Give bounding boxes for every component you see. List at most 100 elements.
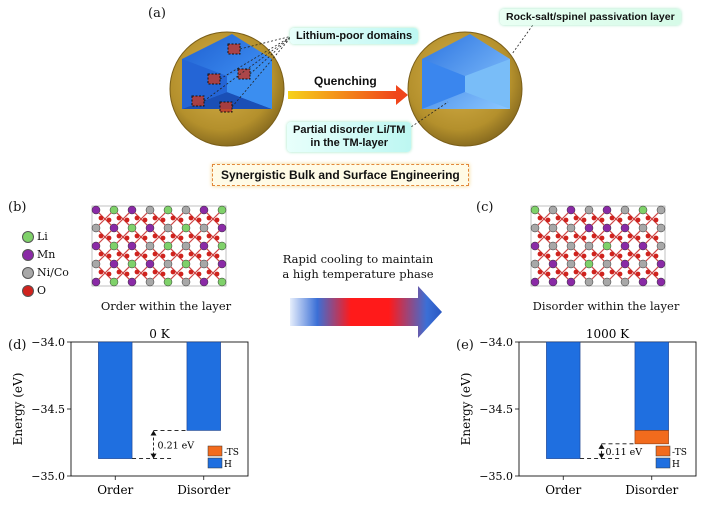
oxygen-atom [134,215,140,221]
legend-h-label: H [224,460,232,470]
oxygen-atom [563,271,569,277]
oxygen-atom [563,217,569,223]
oxygen-atom [124,217,130,223]
bar-H [634,341,669,431]
oxygen-atom [609,251,615,257]
li-atom [109,277,119,287]
mn-atom [109,259,119,269]
oxygen-atom [537,233,543,239]
mn-atom [199,277,209,287]
legend-h-swatch [207,457,223,469]
legend-o: O [22,284,69,297]
legend-li: Li [22,230,69,243]
li-atom [181,223,191,233]
oxygen-atom [106,271,112,277]
panel-label-b: (b) [8,200,27,215]
nico-atom [602,277,612,287]
disorder-caption: Disorder within the layer [532,299,680,313]
diff-arrowhead-down [598,453,605,459]
nico-atom [620,277,630,287]
nico-atom [145,277,155,287]
nico-atom [638,259,648,269]
nico-atom [656,241,666,251]
legend-ts-label: -TS [224,448,239,458]
y-axis-label: Energy (eV) [459,373,473,446]
partial-disorder-line2: in the TM-layer [310,137,389,149]
oxygen-atom [124,271,130,277]
mn-atom [127,241,137,251]
oxygen-atom [196,217,202,223]
oxygen-atom [142,271,148,277]
rapid-line1: Rapid cooling to maintain [282,252,434,266]
diff-arrowhead-down [150,453,157,459]
nico-atom [566,259,576,269]
mn-atom [91,277,101,287]
oxygen-atom [170,251,176,257]
mn-atom [566,277,576,287]
oxygen-atom [609,233,615,239]
oxygen-atom [206,215,212,221]
oxygen-atom [627,251,633,257]
legend-ts-label: -TS [672,448,687,458]
oxygen-atom [635,271,641,277]
rapid-line2: a high temperature phase [282,267,434,281]
oxygen-atom [591,251,597,257]
x-tick-label: Disorder [625,483,678,497]
oxygen-atom [160,217,166,223]
y-tick-label: −35.0 [31,470,65,483]
rapid-cooling-arrow [290,286,442,338]
quenching-label: Quenching [314,74,377,88]
oxygen-atom [152,251,158,257]
oxygen-atom [134,251,140,257]
oxygen-atom [142,253,148,259]
passivated-particle [407,31,523,147]
oxygen-atom [188,215,194,221]
oxygen-atom [653,253,659,259]
legend-nico-label: Ni/Co [37,266,69,279]
bar-H [546,341,581,459]
nico-atom [620,205,630,215]
lithium-poor-label: Lithium-poor domains [290,28,419,44]
chart-title: 1000 K [586,327,630,341]
nico-atom [91,259,101,269]
y-tick-label: −34.5 [479,403,513,416]
y-tick-label: −34.5 [31,403,65,416]
oxygen-atom [581,235,587,241]
oxygen-atom [178,217,184,223]
oxygen-atom [106,235,112,241]
oxygen-atom [653,235,659,241]
bar-H [98,341,133,459]
mn-atom [548,277,558,287]
li-atom [127,259,137,269]
oxygen-atom [142,235,148,241]
oxygen-atom [617,253,623,259]
panel-label-c: (c) [476,200,494,215]
oxygen-atom [98,251,104,257]
chart-title: 0 K [149,327,170,341]
mn-atom [91,241,101,251]
nico-atom [530,223,540,233]
li-dot [22,230,34,243]
mn-dot [22,248,34,261]
legend-mn: Mn [22,248,69,261]
oxygen-atom [599,253,605,259]
mn-atom [145,223,155,233]
particle-illustration [169,21,536,147]
quenching-arrow [288,91,396,99]
oxygen-atom [124,235,130,241]
oxygen-atom [206,251,212,257]
diff-arrowhead-up [598,443,605,449]
mn-atom [199,205,209,215]
mn-atom [109,223,119,233]
oxygen-atom [178,253,184,259]
oxygen-atom [134,233,140,239]
oxygen-atom [599,217,605,223]
nico-dot [22,266,34,279]
mn-atom [566,205,576,215]
nico-atom [548,205,558,215]
mn-atom [530,241,540,251]
nico-atom [199,223,209,233]
oxygen-atom [617,271,623,277]
